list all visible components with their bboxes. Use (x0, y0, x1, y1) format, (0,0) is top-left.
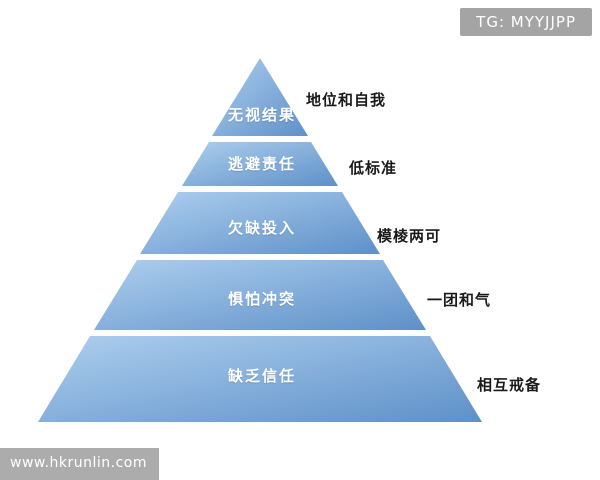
pyramid-level-1-shape (212, 58, 308, 136)
tg-badge: TG: MYYJJPP (460, 8, 592, 36)
pyramid-level-2-shape (182, 142, 338, 186)
pyramid-level-1-label: 无视结果 (227, 106, 296, 124)
pyramid-level-3-label: 欠缺投入 (227, 219, 296, 237)
pyramid-level-4-shape (94, 260, 426, 330)
pyramid-level-5-shape (38, 336, 482, 422)
pyramid-level-3-side-label: 模棱两可 (377, 227, 442, 245)
pyramid-level-4-label: 惧怕冲突 (227, 290, 296, 308)
pyramid-level-1-side-label: 地位和自我 (306, 91, 387, 109)
pyramid-level-3-shape (140, 192, 380, 254)
pyramid-level-5-side-label: 相互戒备 (477, 376, 542, 394)
pyramid-level-2-label: 逃避责任 (227, 155, 296, 173)
pyramid-level-4-side-label: 一团和气 (427, 291, 492, 309)
watermark: www.hkrunlin.com (0, 448, 160, 480)
pyramid-level-2-side-label: 低标准 (349, 159, 398, 177)
pyramid-level-5-label: 缺乏信任 (227, 367, 296, 385)
